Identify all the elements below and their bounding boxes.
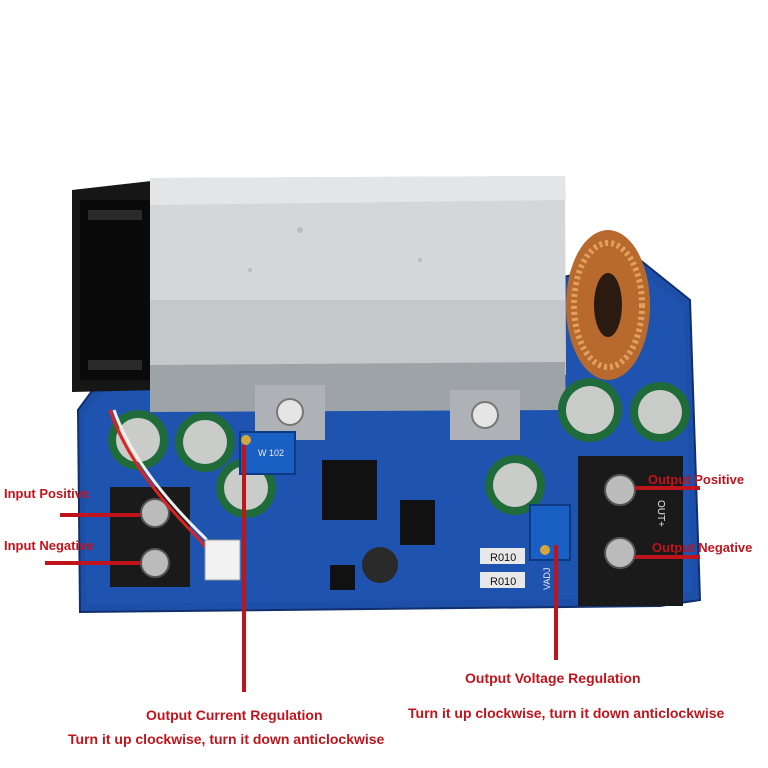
resistor-1-marking: R010 [490,552,516,564]
label-current-instruction: Turn it up clockwise, turn it down antic… [68,731,385,747]
label-voltage-instruction: Turn it up clockwise, turn it down antic… [408,705,725,721]
label-output-positive: Output Positive [648,472,745,487]
resistor-2-marking: R010 [490,576,516,588]
capacitor-6 [630,382,690,442]
capacitor-1 [108,410,168,470]
cooling-fan [72,180,160,392]
current-potentiometer [239,431,296,475]
mosfet-right [450,390,520,440]
label-input-negative: Input Negative [4,538,94,553]
annotation-arrows [45,445,700,692]
capacitor-4 [485,455,545,515]
vadj-marking: VADJ [542,568,552,590]
mosfet-left [255,385,325,440]
capacitor-5 [558,378,622,442]
input-wires [108,409,241,581]
label-output-voltage-regulation: Output Voltage Regulation [465,670,641,686]
ic-chips [322,460,525,590]
input-terminal-block [110,487,190,587]
capacitor-2 [175,412,235,472]
label-output-negative: Output Negative [652,540,753,555]
out-marking: OUT+ [655,500,666,527]
pot-left-marking: W 102 [258,448,284,458]
voltage-potentiometer [529,504,571,561]
heatsink [150,176,566,412]
toroid-coil [566,230,650,380]
label-output-current-regulation: Output Current Regulation [146,707,323,723]
label-input-positive: Input Positive [4,486,90,501]
output-terminal-block [578,456,683,606]
